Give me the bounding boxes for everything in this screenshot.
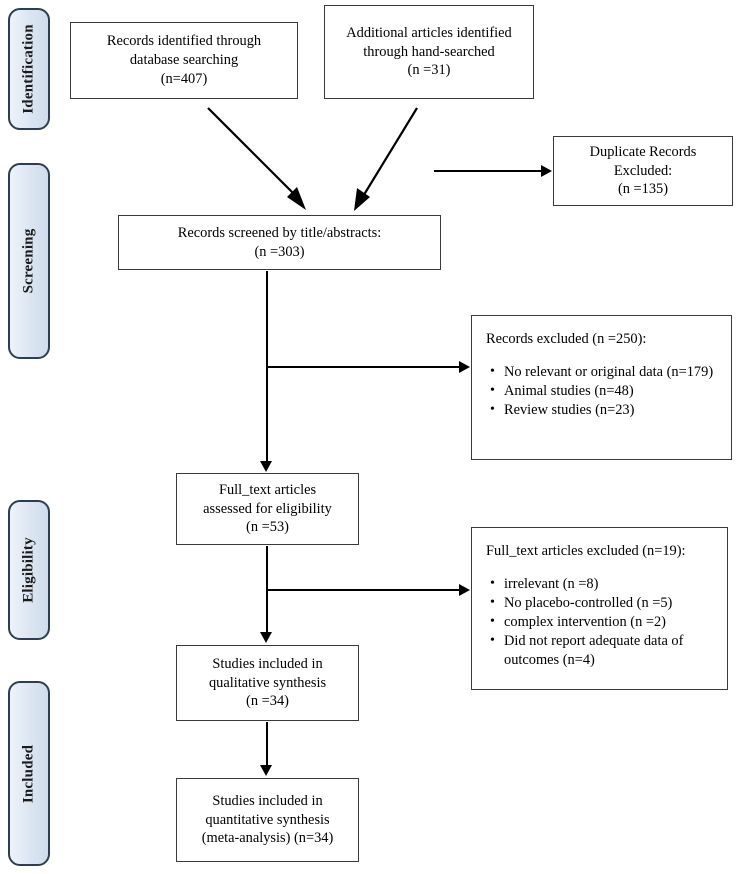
- connector-qualitative-to-quantitative-line: [266, 722, 268, 768]
- box-hand-searched: Additional articles identified through h…: [324, 5, 534, 99]
- box-qualitative-synthesis-line-2: qualitative synthesis: [208, 674, 327, 691]
- box-qualitative-synthesis-line-3: (n =34): [246, 693, 289, 710]
- connector-fulltext-to-qualitative-arrow: [260, 632, 272, 643]
- box-fulltext-assessed: Full_text articles assessed for eligibil…: [176, 473, 359, 545]
- box-duplicates-excluded-line-3: (n =135): [617, 181, 669, 198]
- box-database-records-line-1: Records identified through: [106, 33, 262, 50]
- records-excluded-item: No relevant or original data (n=179): [490, 363, 731, 382]
- box-fulltext-excluded: Full_text articles excluded (n=19): irre…: [471, 527, 728, 690]
- stage-label-identification: Identification: [20, 24, 37, 114]
- box-fulltext-assessed-line-3: (n =53): [246, 519, 289, 536]
- connector-to-fulltext-excluded-line: [266, 589, 461, 591]
- box-database-records: Records identified through database sear…: [70, 22, 298, 99]
- connector-to-records-excluded-line: [266, 366, 461, 368]
- records-excluded-item: Review studies (n=23): [490, 401, 731, 420]
- box-qualitative-synthesis-line-1: Studies included in: [212, 655, 323, 672]
- box-records-screened: Records screened by title/abstracts: (n …: [118, 215, 441, 270]
- connector-screened-to-fulltext-arrow: [260, 461, 272, 472]
- fulltext-excluded-list: irrelevant (n =8) No placebo-controlled …: [486, 575, 727, 671]
- connector-to-records-excluded-arrow: [459, 361, 470, 373]
- fulltext-excluded-item: complex intervention (n =2): [490, 613, 727, 632]
- box-fulltext-assessed-line-1: Full_text articles: [218, 481, 317, 498]
- box-quantitative-synthesis: Studies included in quantitative synthes…: [176, 778, 359, 862]
- box-quantitative-synthesis-line-1: Studies included in: [212, 792, 323, 809]
- records-excluded-item: Animal studies (n=48): [490, 382, 731, 401]
- connector-to-duplicates-line: [434, 170, 542, 172]
- box-hand-searched-line-2: through hand-searched: [363, 43, 495, 60]
- box-quantitative-synthesis-line-3: (meta-analysis) (n=34): [201, 830, 334, 847]
- box-qualitative-synthesis: Studies included in qualitative synthesi…: [176, 645, 359, 721]
- box-database-records-line-3: (n=407): [160, 70, 208, 87]
- box-records-excluded-heading: Records excluded (n =250):: [486, 331, 647, 347]
- box-records-screened-line-2: (n =303): [254, 243, 305, 260]
- box-records-screened-line-1: Records screened by title/abstracts:: [177, 224, 382, 241]
- box-fulltext-excluded-heading: Full_text articles excluded (n=19):: [486, 543, 686, 559]
- stage-label-included: Included: [20, 744, 37, 803]
- box-database-records-line-2: database searching: [129, 52, 239, 69]
- box-duplicates-excluded: Duplicate Records Excluded: (n =135): [553, 136, 733, 206]
- connector-handsearched-to-screened: [348, 105, 428, 217]
- box-duplicates-excluded-line-2: Excluded:: [613, 162, 673, 179]
- box-records-excluded: Records excluded (n =250): No relevant o…: [471, 315, 732, 460]
- box-hand-searched-line-1: Additional articles identified: [346, 24, 512, 41]
- stage-pill-eligibility: Eligibility: [8, 500, 50, 640]
- connector-to-fulltext-excluded-arrow: [459, 584, 470, 596]
- box-fulltext-assessed-line-2: assessed for eligibility: [203, 500, 332, 517]
- connector-qualitative-to-quantitative-arrow: [260, 765, 272, 776]
- stage-label-screening: Screening: [20, 228, 37, 294]
- fulltext-excluded-item: irrelevant (n =8): [490, 575, 727, 594]
- box-hand-searched-line-3: (n =31): [407, 62, 451, 79]
- connector-database-to-screened: [205, 105, 315, 217]
- box-quantitative-synthesis-line-2: quantitative synthesis: [205, 811, 330, 828]
- stage-pill-identification: Identification: [8, 8, 50, 130]
- stage-pill-screening: Screening: [8, 163, 50, 359]
- fulltext-excluded-item: Did not report adequate data of outcomes…: [490, 632, 719, 670]
- connector-to-duplicates-arrow: [541, 165, 552, 177]
- fulltext-excluded-item: No placebo-controlled (n =5): [490, 594, 727, 613]
- stage-label-eligibility: Eligibility: [20, 537, 37, 603]
- records-excluded-list: No relevant or original data (n=179) Ani…: [486, 363, 731, 420]
- box-duplicates-excluded-line-1: Duplicate Records: [589, 143, 697, 160]
- stage-pill-included: Included: [8, 681, 50, 866]
